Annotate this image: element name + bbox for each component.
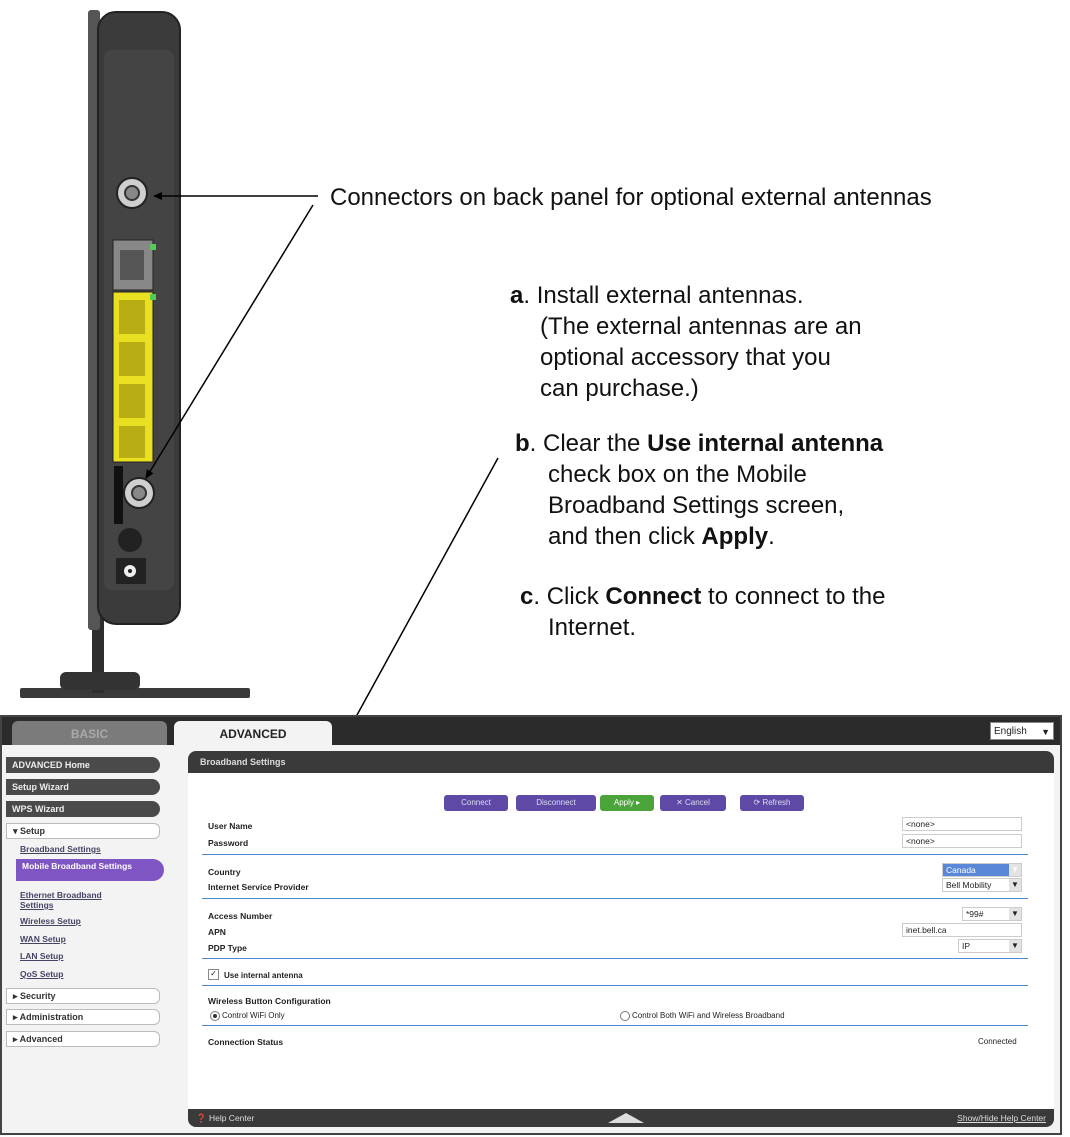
chevron-down-icon: ▼ (1009, 940, 1021, 952)
password-label: Password (208, 838, 249, 848)
sidebar-security[interactable]: ▸ Security (6, 988, 160, 1004)
divider (202, 898, 1028, 899)
password-field[interactable]: <none> (902, 834, 1022, 848)
callout-connectors: Connectors on back panel for optional ex… (330, 184, 932, 211)
pdp-type-select[interactable]: IP ▼ (958, 939, 1022, 953)
radio-control-wifi-only[interactable] (210, 1011, 220, 1021)
step-a-letter: a (510, 282, 524, 309)
antenna-connector-top (116, 177, 148, 209)
step-c-connect: Connect (605, 583, 702, 610)
callout-step-c: c. Click Connect to connect to the Inter… (520, 581, 1000, 643)
disconnect-button[interactable]: Disconnect (516, 795, 596, 811)
pdp-type-label: PDP Type (208, 943, 247, 953)
show-hide-help-link[interactable]: Show/Hide Help Center (957, 1113, 1046, 1123)
access-number-value: *99# (966, 909, 984, 919)
connection-status-label: Connection Status (208, 1037, 284, 1047)
step-b-line3: Broadband Settings screen, (548, 492, 845, 519)
tab-basic[interactable]: BASIC (12, 721, 167, 745)
language-select[interactable]: English ▼ (990, 722, 1054, 740)
access-number-select[interactable]: *99# ▼ (962, 907, 1022, 921)
chevron-down-icon: ▼ (1041, 727, 1050, 737)
broadband-settings-panel: Broadband Settings Connect Disconnect Ap… (188, 751, 1054, 1127)
sidebar: ADVANCED Home Setup Wizard WPS Wizard ▾ … (2, 745, 182, 1133)
router-side-view (20, 10, 250, 698)
language-value: English (994, 726, 1027, 737)
divider (202, 1025, 1028, 1026)
sidebar-item-wan-setup[interactable]: WAN Setup (20, 934, 66, 944)
chevron-down-icon: ▼ (1009, 879, 1021, 891)
divider (202, 854, 1028, 855)
country-value: Canada (946, 865, 976, 875)
divider (202, 958, 1028, 959)
step-b-line4-text: and then click (548, 523, 702, 550)
radio-control-both[interactable] (620, 1011, 630, 1021)
apn-field[interactable]: inet.bell.ca (902, 923, 1022, 937)
step-c-line1-text: . Click (533, 583, 606, 610)
callout-step-a: a. Install external antennas. (The exter… (510, 280, 990, 404)
sidebar-wps-wizard[interactable]: WPS Wizard (6, 801, 160, 817)
cancel-button[interactable]: ✕ Cancel (660, 795, 726, 811)
step-b-line1-text: . Clear the (529, 430, 648, 457)
step-b-letter: b (515, 430, 530, 457)
chevron-down-icon: ▼ (1009, 864, 1021, 876)
divider (202, 985, 1028, 986)
help-icon: ❓ (196, 1113, 207, 1123)
isp-value: Bell Mobility (946, 880, 992, 890)
apn-label: APN (208, 927, 226, 937)
sidebar-advanced-home[interactable]: ADVANCED Home (6, 757, 160, 773)
step-a-line2: (The external antennas are an (540, 313, 862, 340)
sidebar-item-lan-setup[interactable]: LAN Setup (20, 951, 64, 961)
sidebar-setup-wizard[interactable]: Setup Wizard (6, 779, 160, 795)
apply-button[interactable]: Apply ▸ (600, 795, 654, 811)
isp-select[interactable]: Bell Mobility ▼ (942, 878, 1022, 892)
country-label: Country (208, 867, 241, 877)
callout-step-b: b. Clear the Use internal antenna check … (515, 428, 995, 552)
sidebar-setup[interactable]: ▾ Setup (6, 823, 160, 839)
radio-control-both-label: Control Both WiFi and Wireless Broadband (632, 1011, 785, 1020)
antenna-connector-bottom (123, 477, 155, 509)
step-b-line4-period: . (768, 523, 775, 550)
help-footer: ❓ Help Center Show/Hide Help Center (188, 1109, 1054, 1127)
step-b-line2: check box on the Mobile (548, 461, 807, 488)
step-c-letter: c (520, 583, 534, 610)
use-internal-antenna-label: Use internal antenna (224, 971, 303, 980)
sidebar-item-qos-setup[interactable]: QoS Setup (20, 969, 64, 979)
radio-control-wifi-only-label: Control WiFi Only (222, 1011, 285, 1020)
wireless-button-config-label: Wireless Button Configuration (208, 996, 331, 1006)
user-name-field[interactable]: <none> (902, 817, 1022, 831)
help-center-label: Help Center (208, 1113, 255, 1123)
tab-bar: BASIC ADVANCED English ▼ (2, 717, 1060, 745)
country-select[interactable]: Canada ▼ (942, 863, 1022, 877)
step-a-line3: optional accessory that you (540, 344, 831, 371)
main-content: Broadband Settings Connect Disconnect Ap… (182, 745, 1060, 1133)
use-internal-antenna-checkbox[interactable]: ✓ (208, 969, 219, 980)
pdp-type-value: IP (962, 941, 971, 951)
sidebar-advanced[interactable]: ▸ Advanced (6, 1031, 160, 1047)
help-center-link[interactable]: ❓ Help Center (196, 1109, 254, 1127)
step-b-use-internal-antenna: Use internal antenna (647, 430, 884, 457)
expand-up-icon[interactable] (608, 1113, 644, 1123)
sidebar-administration[interactable]: ▸ Administration (6, 1009, 160, 1025)
sidebar-item-mobile-broadband-settings[interactable]: Mobile Broadband Settings (16, 859, 164, 881)
router-settings-screenshot: BASIC ADVANCED English ▼ ADVANCED Home Se… (0, 715, 1062, 1135)
step-a-line1: . Install external antennas. (523, 282, 804, 309)
step-c-line2: Internet. (548, 614, 637, 641)
step-b-apply: Apply (701, 523, 769, 550)
sidebar-item-wireless-setup[interactable]: Wireless Setup (20, 916, 81, 926)
refresh-button[interactable]: ⟳ Refresh (740, 795, 804, 811)
tab-advanced[interactable]: ADVANCED (174, 721, 332, 745)
sidebar-item-broadband-settings[interactable]: Broadband Settings (20, 844, 101, 854)
connection-status-value: Connected (978, 1037, 1017, 1046)
user-name-label: User Name (208, 821, 253, 831)
access-number-label: Access Number (208, 911, 273, 921)
isp-label: Internet Service Provider (208, 882, 309, 892)
step-c-line1-rest: to connect to the (701, 583, 886, 610)
sidebar-item-ethernet-settings[interactable]: Settings (20, 900, 54, 910)
panel-title: Broadband Settings (188, 751, 1054, 773)
connect-button[interactable]: Connect (444, 795, 508, 811)
step-a-line4: can purchase.) (540, 375, 699, 402)
chevron-down-icon: ▼ (1009, 908, 1021, 920)
sidebar-item-ethernet-broadband[interactable]: Ethernet Broadband (20, 890, 102, 900)
